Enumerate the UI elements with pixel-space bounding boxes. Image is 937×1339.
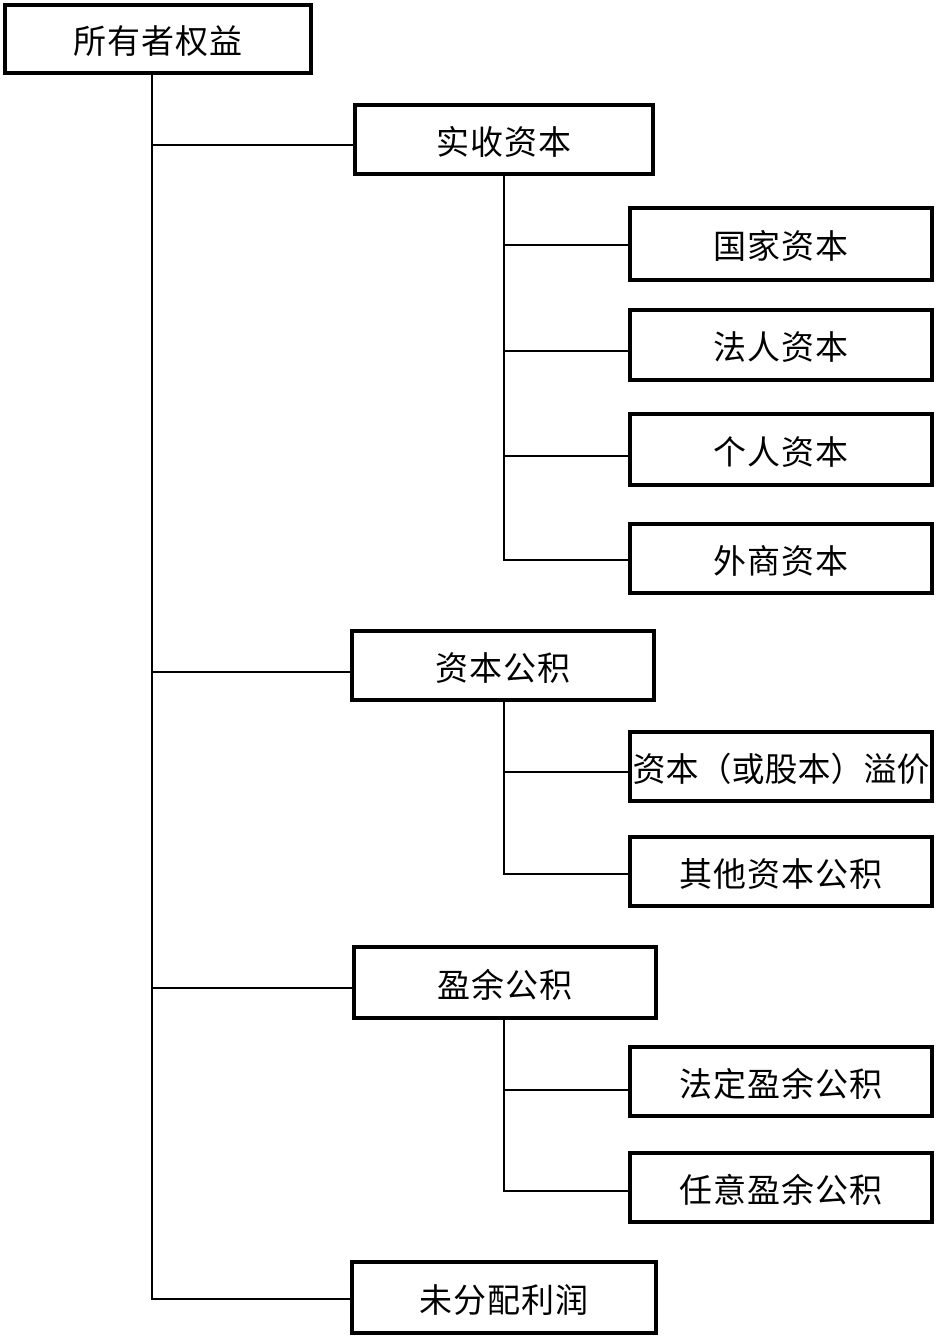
connector-discretionary-surplus-reserve — [504, 1190, 628, 1192]
main-trunk-line — [151, 74, 153, 1300]
node-other-capital-reserve: 其他资本公积 — [628, 835, 934, 908]
connector-capital-premium — [504, 771, 628, 773]
capital-reserve-trunk-line — [503, 702, 505, 875]
connector-other-capital-reserve — [504, 873, 628, 875]
node-individual-capital: 个人资本 — [628, 412, 934, 487]
connector-foreign-capital — [504, 559, 628, 561]
node-capital-reserve: 资本公积 — [350, 629, 656, 702]
paid-in-capital-trunk-line — [503, 176, 505, 561]
node-paid-in-capital: 实收资本 — [353, 103, 655, 176]
connector-root-capital-reserve — [152, 671, 350, 673]
node-undistributed-profit: 未分配利润 — [350, 1260, 658, 1335]
connector-root-surplus-reserve — [152, 987, 352, 989]
node-capital-premium: 资本（或股本）溢价 — [628, 730, 934, 803]
surplus-reserve-trunk-line — [503, 1020, 505, 1192]
node-owner-equity: 所有者权益 — [3, 3, 313, 75]
node-foreign-capital: 外商资本 — [628, 522, 934, 595]
node-state-capital: 国家资本 — [628, 206, 934, 282]
node-legal-person-capital: 法人资本 — [628, 308, 934, 382]
connector-legal-person-capital — [504, 350, 628, 352]
connector-root-undistributed-profit — [152, 1298, 350, 1300]
connector-root-paid-in-capital — [152, 144, 353, 146]
connector-statutory-surplus-reserve — [504, 1089, 628, 1091]
node-surplus-reserve: 盈余公积 — [352, 945, 658, 1020]
node-discretionary-surplus-reserve: 任意盈余公积 — [628, 1151, 934, 1224]
node-statutory-surplus-reserve: 法定盈余公积 — [628, 1045, 934, 1118]
connector-state-capital — [504, 244, 628, 246]
connector-individual-capital — [504, 455, 628, 457]
